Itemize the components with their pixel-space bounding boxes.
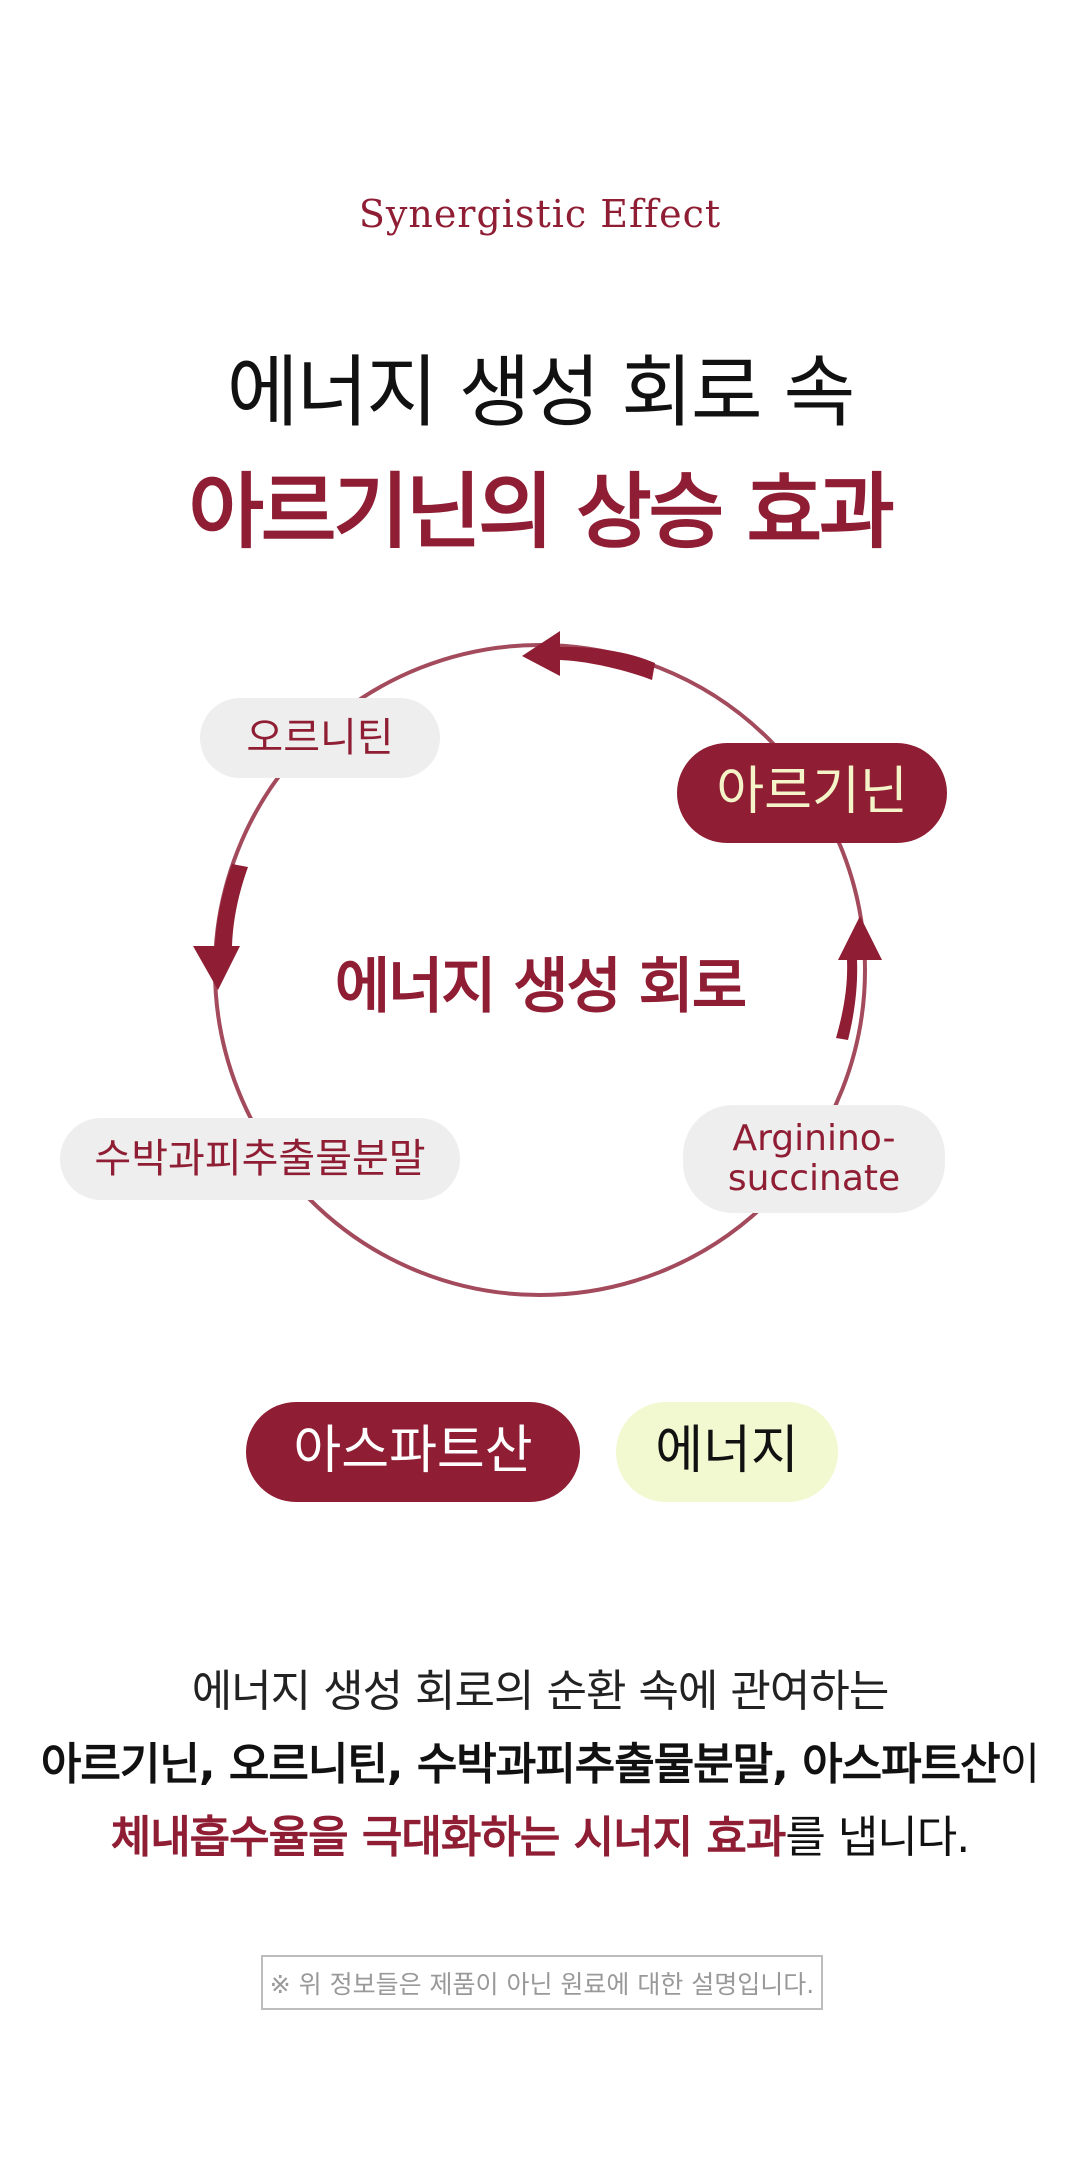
- cycle-node-argininosuccinate-line1: Arginino-: [732, 1118, 896, 1160]
- cycle-node-watermelon-label: 수박과피추출물분말: [94, 1136, 426, 1182]
- cycle-node-argininosuccinate-line2: succinate: [727, 1158, 901, 1199]
- description-line1: 에너지 생성 회로의 순환 속에 관여하는: [191, 1666, 890, 1717]
- disclaimer-notice: ※ 위 정보들은 제품이 아닌 원료에 대한 설명입니다.: [261, 1955, 823, 2010]
- cycle-arrow-top: [522, 631, 655, 680]
- aspartic-acid-pill: 아스파트산: [246, 1402, 580, 1502]
- page-title-line2: 아르기닌의 상승 효과: [188, 465, 894, 560]
- cycle-node-arginine: 아르기닌: [677, 743, 947, 843]
- disclaimer-text: ※ 위 정보들은 제품이 아닌 원료에 대한 설명입니다.: [269, 1969, 815, 1999]
- description-line3-tail: 를 냅니다.: [785, 1812, 970, 1863]
- energy-pill: 에너지: [616, 1402, 838, 1502]
- cycle-arrow-right: [836, 916, 882, 1040]
- energy-cycle-diagram: [193, 631, 882, 1297]
- cycle-node-argininosuccinate: Arginino- succinate: [683, 1105, 945, 1213]
- cycle-node-ornithine: 오르니틴: [200, 698, 440, 778]
- eyebrow-label: Synergistic Effect: [358, 192, 722, 236]
- description-line2: 아르기닌, 오르니틴, 수박과피추출물분말, 아스파트산이: [0, 1728, 1080, 1792]
- description-highlight: 체내흡수율을 극대화하는 시너지 효과: [110, 1812, 787, 1863]
- description-line2-tail: 이: [999, 1739, 1040, 1790]
- cycle-node-ornithine-label: 오르니틴: [246, 715, 394, 761]
- cycle-arrow-left: [193, 864, 248, 990]
- cycle-center-label: 에너지 생성 회로: [334, 952, 747, 1022]
- page-title-line1: 에너지 생성 회로 속: [226, 348, 855, 438]
- cycle-node-watermelon: 수박과피추출물분말: [60, 1118, 460, 1200]
- cycle-node-arginine-label: 아르기닌: [716, 762, 908, 823]
- description-line3: 체내흡수율을 극대화하는 시너지 효과를 냅니다.: [0, 1801, 1080, 1865]
- aspartic-acid-label: 아스파트산: [293, 1421, 533, 1482]
- description-ingredients: 아르기닌, 오르니틴, 수박과피추출물분말, 아스파트산: [40, 1739, 1001, 1790]
- energy-label: 에너지: [655, 1421, 799, 1482]
